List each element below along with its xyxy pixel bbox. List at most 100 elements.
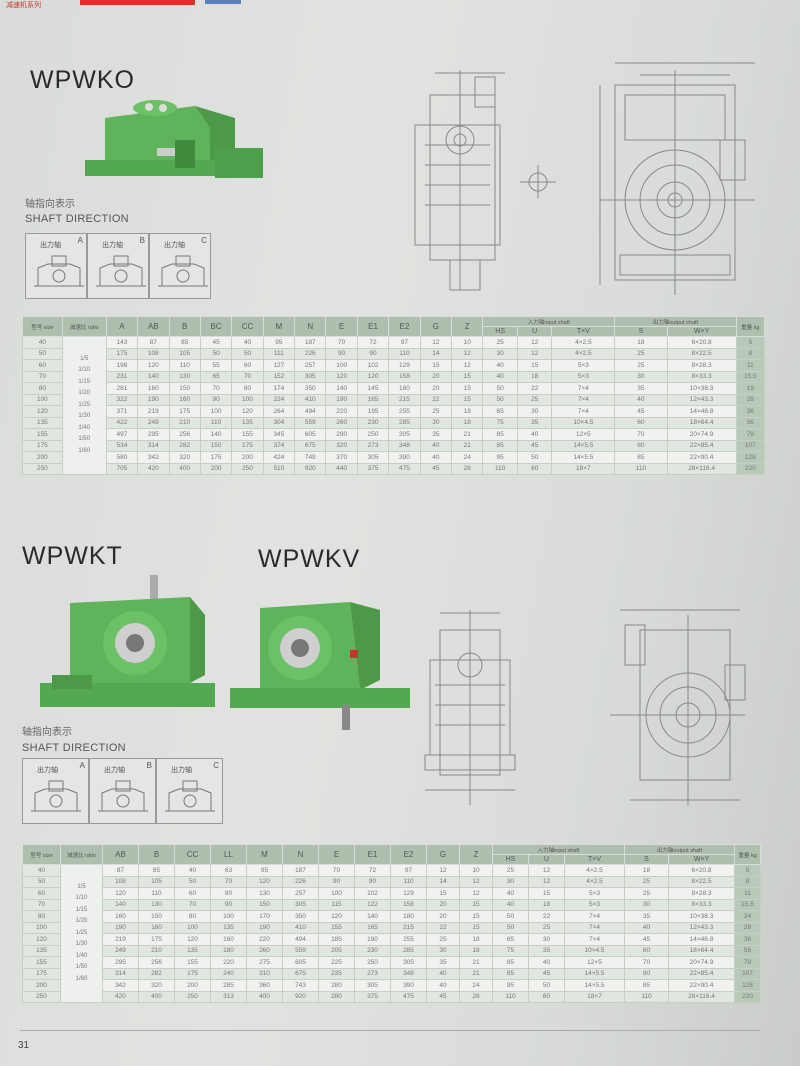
table-cell: 120 xyxy=(231,405,264,418)
table-cell: 110 xyxy=(492,990,529,1003)
table-cell: 187 xyxy=(282,864,319,877)
table-cell: 40 xyxy=(624,921,669,934)
table-cell: 55 xyxy=(199,359,233,372)
table-cell: 108 xyxy=(137,347,170,360)
table-cell: 25 xyxy=(624,875,669,888)
table-cell: 90 xyxy=(318,875,355,888)
table-cell: 187 xyxy=(294,336,327,349)
column-header: E2 xyxy=(390,844,427,865)
shaft-detail-drawing xyxy=(520,165,556,198)
table-cell: 110 xyxy=(390,875,427,888)
table-cell: 348 xyxy=(388,439,421,452)
table-cell: 14×48.8 xyxy=(668,933,735,946)
table-cell: 100 xyxy=(199,405,233,418)
table-cell: 25 xyxy=(624,887,669,900)
shaft-direction-box-b: B 出力轴 xyxy=(89,758,156,824)
table-cell: 8×28.3 xyxy=(666,359,737,372)
table-cell: 120 xyxy=(174,933,211,946)
table-cell: 10×4.5 xyxy=(564,944,625,957)
table-cell: 12 xyxy=(459,887,493,900)
table-cell: 25 xyxy=(528,921,565,934)
column-header: M xyxy=(262,316,296,337)
table-cell: 12×43.3 xyxy=(666,393,737,406)
table-cell: 155 xyxy=(318,921,355,934)
column-header: CC xyxy=(231,316,264,337)
table-cell: 129 xyxy=(390,887,427,900)
table-cell: 30 xyxy=(624,898,669,911)
table-cell: 282 xyxy=(168,439,201,452)
table-cell: 110 xyxy=(138,887,175,900)
table-cell: 70 xyxy=(210,875,247,888)
shaft-direction-caption: 出力轴 xyxy=(102,242,123,249)
table-cell: 25 xyxy=(614,359,668,372)
column-header: 减速比 ratio xyxy=(61,316,107,337)
table-cell: 70 xyxy=(624,956,669,969)
table-cell: 14×5.5 xyxy=(551,439,616,452)
table-cell: 5×3 xyxy=(564,898,625,911)
table-cell: 40 xyxy=(231,336,264,349)
input-col-header: T×V xyxy=(551,326,616,337)
table-cell: 400 xyxy=(168,462,201,475)
table-cell: 510 xyxy=(262,462,296,475)
table-cell: 4×2.5 xyxy=(564,875,625,888)
table-cell: 155 xyxy=(231,428,264,441)
table-cell: 350 xyxy=(282,910,319,923)
table-cell: 7×4 xyxy=(564,933,625,946)
table-cell: 80 xyxy=(210,887,247,900)
table-cell: 129 xyxy=(388,359,421,372)
table-cell: 30 xyxy=(614,370,668,383)
output-col-header: W×Y xyxy=(668,854,735,865)
shaft-direction-box-a: A 出力轴 xyxy=(22,758,89,824)
table-cell: 210 xyxy=(168,416,201,429)
shaft-direction-diagram xyxy=(98,780,148,812)
table-cell: 305 xyxy=(294,370,327,383)
table-cell: 85 xyxy=(168,336,201,349)
table-cell: 440 xyxy=(325,462,358,475)
table-cell: 150 xyxy=(138,910,175,923)
table-cell: 675 xyxy=(294,439,327,452)
table-cell: 130 xyxy=(246,887,283,900)
table-cell: 5 xyxy=(735,336,766,349)
table-cell: 255 xyxy=(390,933,427,946)
table-cell: 15.5 xyxy=(735,370,766,383)
table-cell: 25 xyxy=(426,933,460,946)
table-cell: 95 xyxy=(492,979,529,992)
table-cell: 174 xyxy=(262,382,296,395)
shaft-direction-diagram xyxy=(34,255,84,287)
table-cell: 160 xyxy=(137,382,170,395)
table-cell: 110 xyxy=(482,462,518,475)
table-cell: 198 xyxy=(105,359,139,372)
table-cell: 25 xyxy=(614,347,668,360)
table-cell: 4×2.5 xyxy=(551,347,616,360)
table-cell: 30 xyxy=(492,875,529,888)
table-cell: 231 xyxy=(105,370,139,383)
table-cell: 250 xyxy=(354,956,391,969)
input-col-header: HS xyxy=(492,854,529,865)
table-cell: 175 xyxy=(22,439,63,452)
table-cell: 25 xyxy=(419,405,453,418)
table-cell: 160 xyxy=(138,921,175,934)
column-header: N xyxy=(282,844,319,865)
table-cell: 22×90.4 xyxy=(666,451,737,464)
output-col-header: S xyxy=(624,854,669,865)
table-cell: 30 xyxy=(482,347,518,360)
table-cell: 282 xyxy=(138,967,175,980)
table-cell: 180 xyxy=(210,944,247,957)
table-cell: 50 xyxy=(492,910,529,923)
table-cell: 108 xyxy=(102,875,139,888)
table-cell: 15 xyxy=(451,382,484,395)
table-cell: 175 xyxy=(174,967,211,980)
column-header: B xyxy=(168,316,201,337)
table-cell: 158 xyxy=(390,898,427,911)
table-cell: 79 xyxy=(735,428,766,441)
table-cell: 100 xyxy=(325,359,358,372)
table-cell: 374 xyxy=(262,439,296,452)
table-cell: 12×5 xyxy=(564,956,625,969)
table-cell: 18 xyxy=(451,405,484,418)
table-cell: 90 xyxy=(199,393,233,406)
table-cell: 60 xyxy=(174,887,211,900)
table-cell: 35 xyxy=(419,428,453,441)
